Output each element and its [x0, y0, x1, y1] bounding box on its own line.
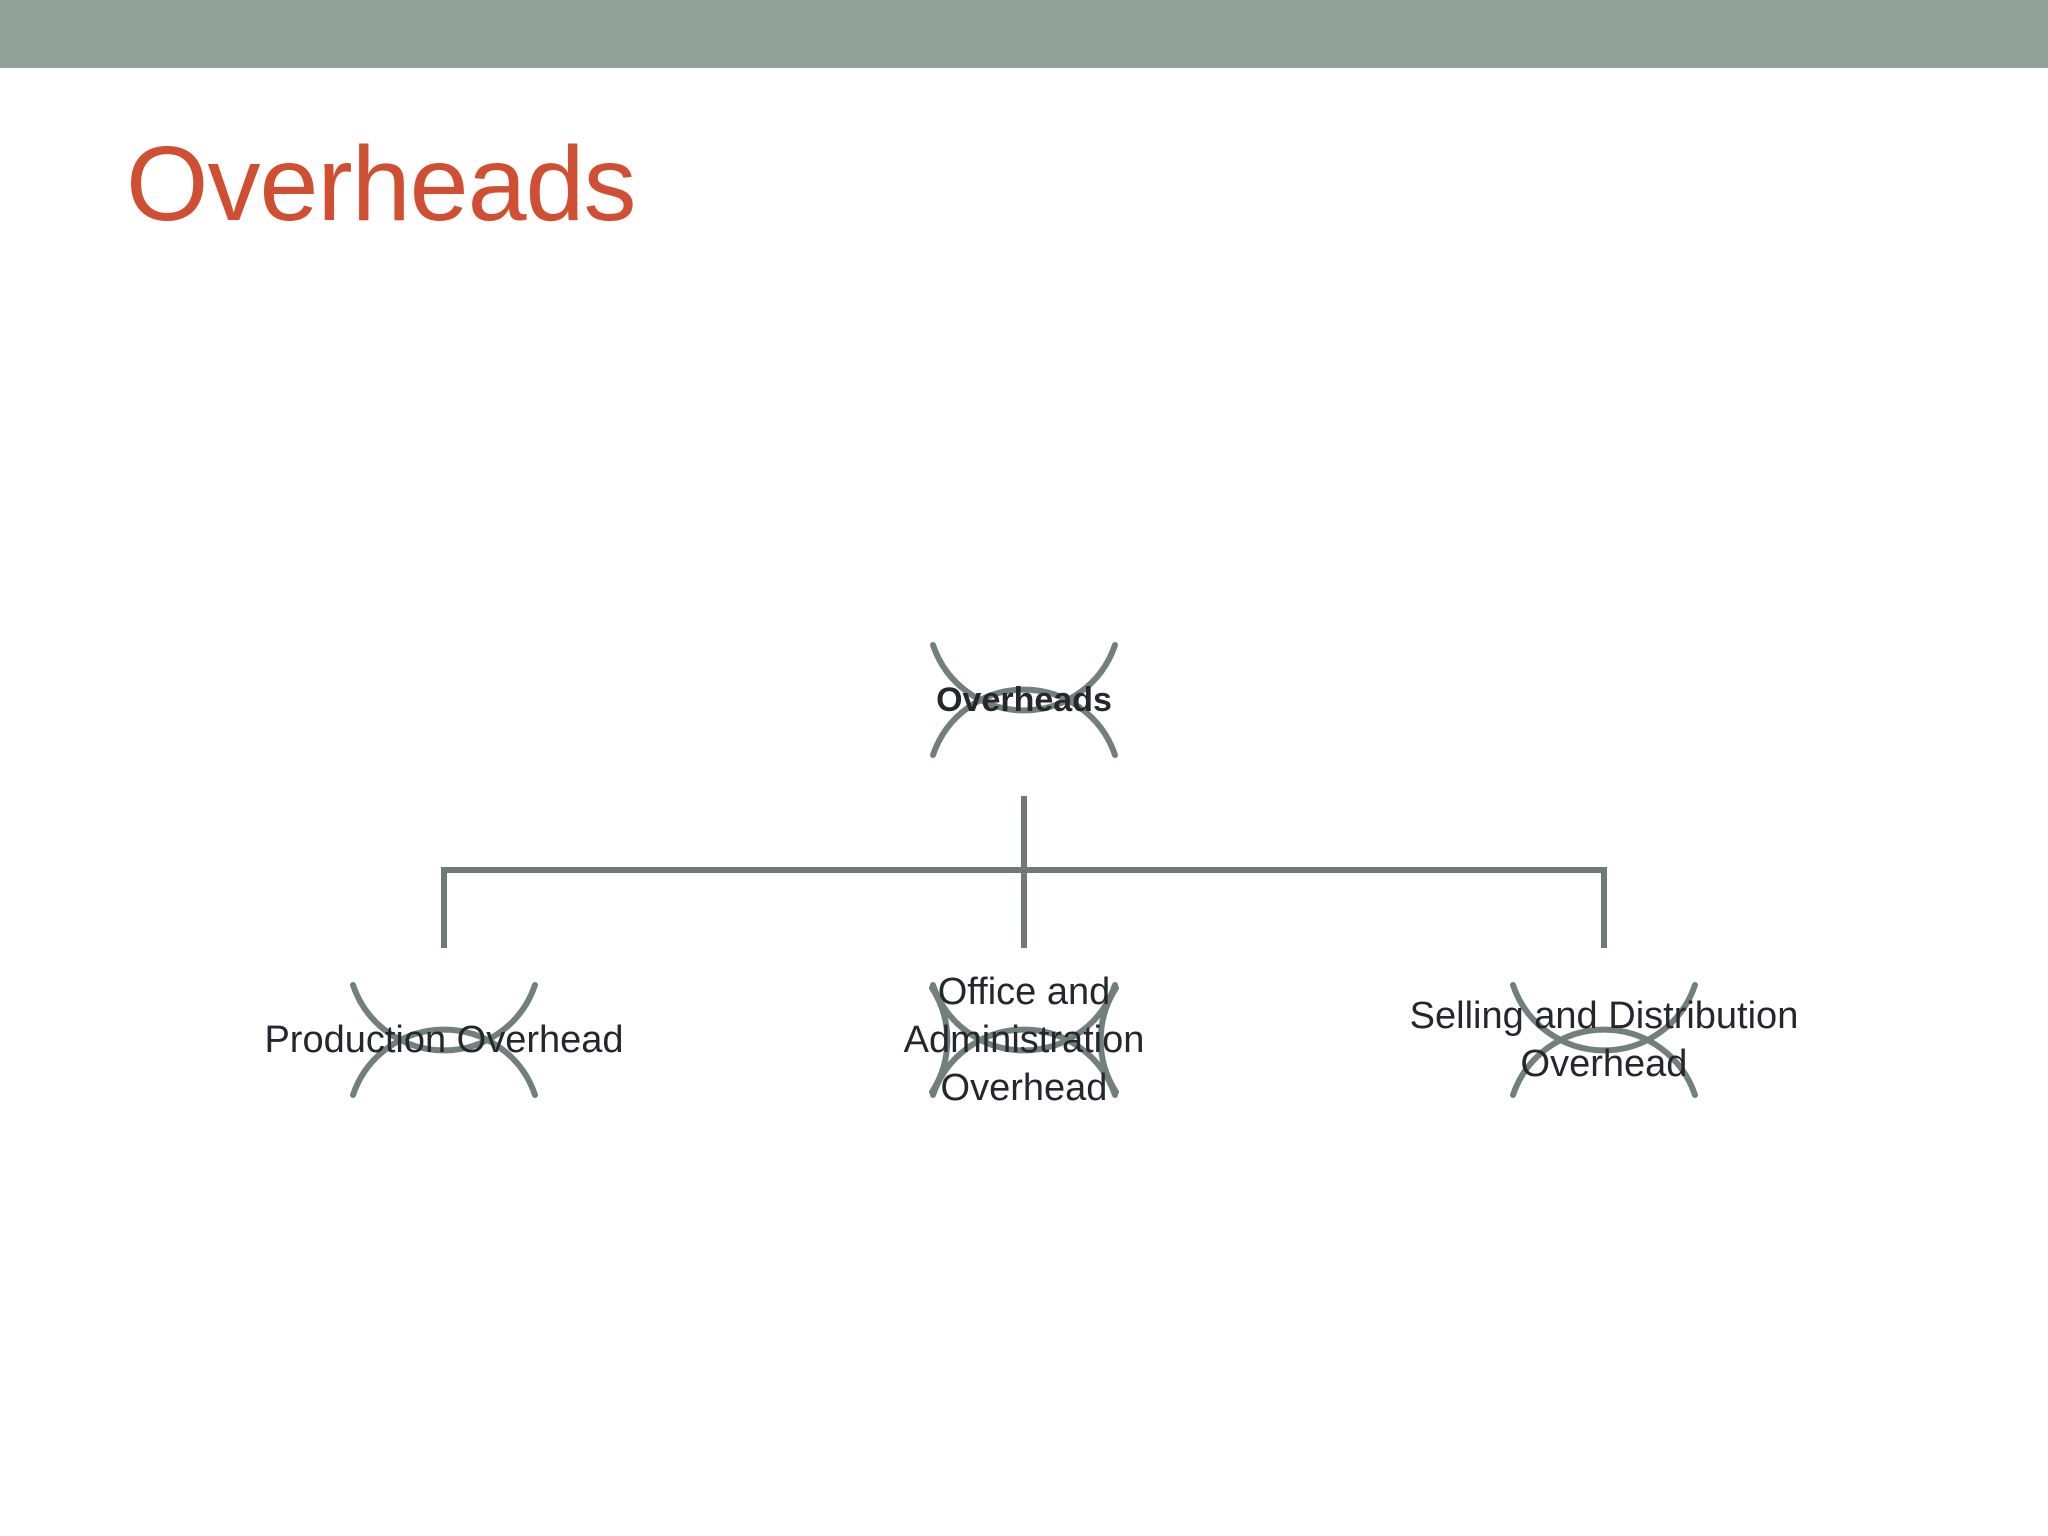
page-title: Overheads — [126, 125, 637, 243]
node-root-label: Overheads — [936, 681, 1112, 719]
header-band — [0, 0, 2048, 68]
connector-group — [441, 796, 1607, 948]
node-child-1-label: Office and Administration Overhead — [903, 971, 1145, 1109]
node-child-0-label: Production Overhead — [264, 1019, 624, 1061]
node-child-2-label: Selling and Distribution Overhead — [1409, 995, 1799, 1085]
